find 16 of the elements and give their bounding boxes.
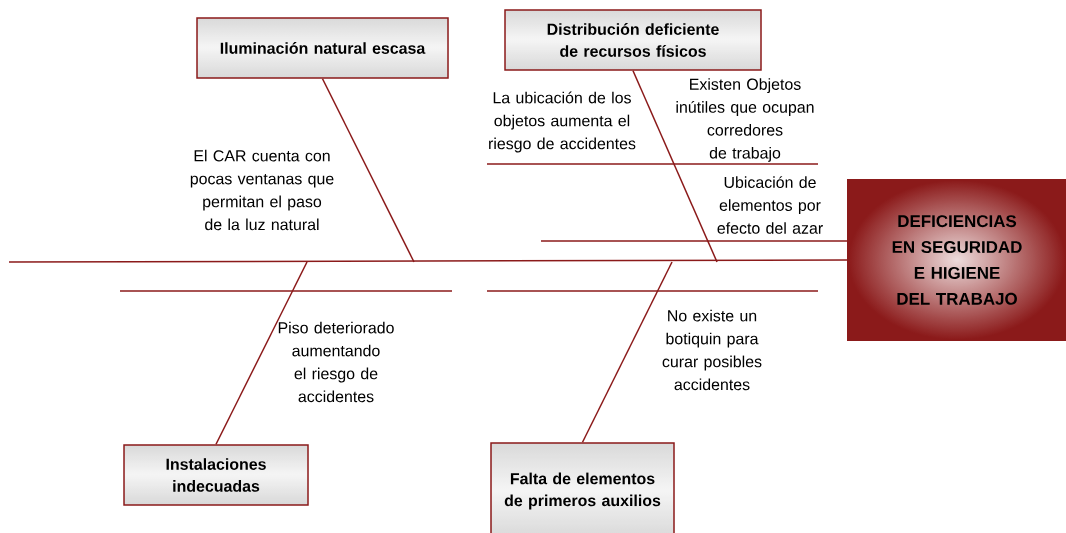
bone-line bbox=[581, 261, 673, 443]
cause-text: Piso deteriorado aumentando el riesgo de accidentes bbox=[278, 321, 394, 403]
cause-text: El CAR cuenta con pocas ventanas que permitan el paso de la luz natural bbox=[190, 149, 334, 231]
bone-line bbox=[632, 70, 718, 263]
cause-text: La ubicación de los objetos aumenta el riesgo de accidentes bbox=[489, 91, 636, 153]
cause-text: Ubicación de elementos por efecto del azar bbox=[717, 176, 823, 234]
cause-box: Instalaciones indecuadas bbox=[123, 444, 309, 506]
cause-box: Falta de elementos de primeros auxilios bbox=[490, 442, 675, 533]
cause-box: Distribución deficiente de recursos físicos bbox=[504, 9, 762, 71]
bone-line bbox=[321, 78, 415, 263]
effect-box: DEFICIENCIAS EN SEGURIDAD E HIGIENE DEL TRABAJO bbox=[847, 179, 1066, 341]
cause-text: No existe un botiquin para curar posibles accidentes bbox=[662, 309, 762, 391]
cause-text: Existen Objetos inútiles que ocupan corredores de trabajo bbox=[676, 78, 814, 162]
bone-line bbox=[215, 261, 308, 445]
spine-line bbox=[8, 259, 848, 263]
cause-box: Iluminación natural escasa bbox=[196, 17, 449, 79]
